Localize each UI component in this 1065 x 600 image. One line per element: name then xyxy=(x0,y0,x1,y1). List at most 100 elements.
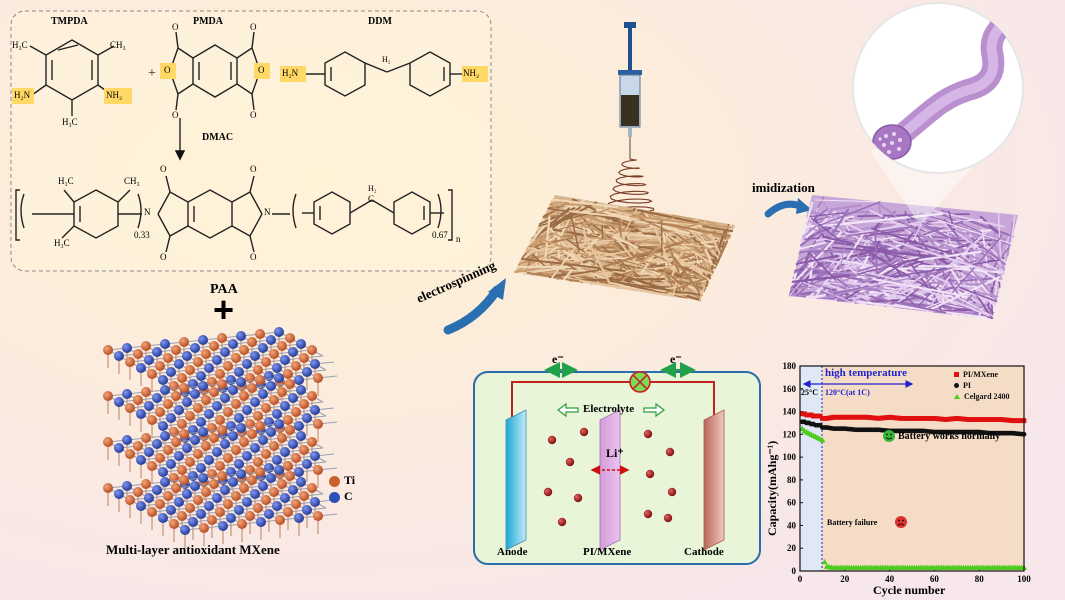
c-atom xyxy=(274,327,284,337)
ti-atom xyxy=(283,369,293,379)
ti-atom xyxy=(285,425,295,435)
c-atom xyxy=(114,397,124,407)
c-atom xyxy=(114,351,124,361)
li-ion-particle xyxy=(547,435,557,445)
c-atom xyxy=(114,489,124,499)
atom-ch3-p3: H₃C xyxy=(54,238,70,248)
ti-atom xyxy=(299,445,309,455)
ti-atom xyxy=(163,399,173,409)
legend-c-dot xyxy=(329,492,340,503)
syringe-icon xyxy=(618,22,642,158)
c-atom xyxy=(258,389,268,399)
c-atom xyxy=(302,367,312,377)
electrolyte-label: Electrolyte xyxy=(583,403,635,415)
y-tick-label: 0 xyxy=(792,566,797,576)
c-atom xyxy=(220,485,230,495)
c-atom xyxy=(288,347,298,357)
c-atom xyxy=(296,477,306,487)
c-atom xyxy=(302,459,312,469)
normal-label: Battery works normally xyxy=(898,431,1001,442)
chart-ylabel: Capacity(mAhg⁻¹) xyxy=(765,440,779,536)
c-atom xyxy=(272,409,282,419)
c-atom xyxy=(220,393,230,403)
y-tick-label: 180 xyxy=(783,361,797,371)
atom-h2-ddm: H₂ xyxy=(382,55,391,64)
dmac-label: DMAC xyxy=(202,132,234,143)
c-atom xyxy=(294,421,304,431)
ti-atom xyxy=(223,407,233,417)
plus-large: + xyxy=(213,289,235,330)
li-ion-particle xyxy=(645,469,655,479)
ti-atom xyxy=(217,471,227,481)
c-atom xyxy=(274,373,284,383)
ti-atom xyxy=(307,483,317,493)
c-atom xyxy=(136,409,146,419)
ti-atom xyxy=(147,461,157,471)
ti-atom xyxy=(255,467,265,477)
ti-atom xyxy=(255,375,265,385)
c-atom xyxy=(198,473,208,483)
c-atom xyxy=(136,363,146,373)
atom-ch3-a: H₃C xyxy=(12,40,28,50)
c-atom xyxy=(212,447,222,457)
c-atom xyxy=(220,347,230,357)
c-atom xyxy=(204,409,214,419)
ti-atom xyxy=(179,337,189,347)
chart-plot-area xyxy=(800,366,1024,571)
li-ion-particle xyxy=(663,513,673,523)
electron-right-label: e⁻ xyxy=(670,352,682,366)
ti-atom xyxy=(133,395,143,405)
c-atom xyxy=(280,493,290,503)
c-atom xyxy=(122,343,132,353)
ti-atom xyxy=(239,437,249,447)
c-atom xyxy=(144,493,154,503)
c-atom xyxy=(228,477,238,487)
c-atom xyxy=(310,359,320,369)
ti-atom xyxy=(239,483,249,493)
electron-left-label: e⁻ xyxy=(552,352,564,366)
mxene-lattice xyxy=(103,327,338,548)
c-atom xyxy=(174,497,184,507)
ti-atom xyxy=(239,345,249,355)
ti-atom xyxy=(291,407,301,417)
ti-atom xyxy=(185,503,195,513)
ti-atom xyxy=(313,511,323,521)
atom-o-3: O xyxy=(164,65,171,75)
plus-sign-1: + xyxy=(148,66,156,81)
pmda-structure xyxy=(169,31,261,111)
imidization-label: imidization xyxy=(752,180,815,195)
c-atom xyxy=(302,413,312,423)
c-atom xyxy=(122,435,132,445)
li-ion-particle xyxy=(667,487,677,497)
point-celgard-2400 xyxy=(821,558,828,565)
c-atom xyxy=(198,381,208,391)
paa-label: PAA xyxy=(210,282,238,297)
c-atom xyxy=(242,359,252,369)
ti-atom xyxy=(285,379,295,389)
ddm-label: DDM xyxy=(368,16,392,27)
atom-h2-p: H₂ xyxy=(368,184,377,193)
ti-atom xyxy=(125,403,135,413)
ti-atom xyxy=(177,465,187,475)
li-ion-particle xyxy=(665,447,675,457)
ti-atom xyxy=(155,453,165,463)
c-atom xyxy=(212,355,222,365)
x-tick-label: 80 xyxy=(975,574,985,584)
c-atom xyxy=(280,401,290,411)
c-atom xyxy=(236,331,246,341)
ti-atom xyxy=(269,395,279,405)
legend-text: PI/MXene xyxy=(963,370,999,379)
ti-atom xyxy=(133,349,143,359)
y-tick-label: 20 xyxy=(787,543,797,553)
ti-atom xyxy=(207,515,217,525)
c-atom xyxy=(288,439,298,449)
ti-atom xyxy=(247,383,257,393)
x-tick-label: 100 xyxy=(1017,574,1031,584)
y-tick-label: 60 xyxy=(787,498,797,508)
c-atom xyxy=(114,443,124,453)
ti-atom xyxy=(277,433,287,443)
ti-atom xyxy=(147,507,157,517)
atom-nh2-a: H₂N xyxy=(14,90,31,100)
